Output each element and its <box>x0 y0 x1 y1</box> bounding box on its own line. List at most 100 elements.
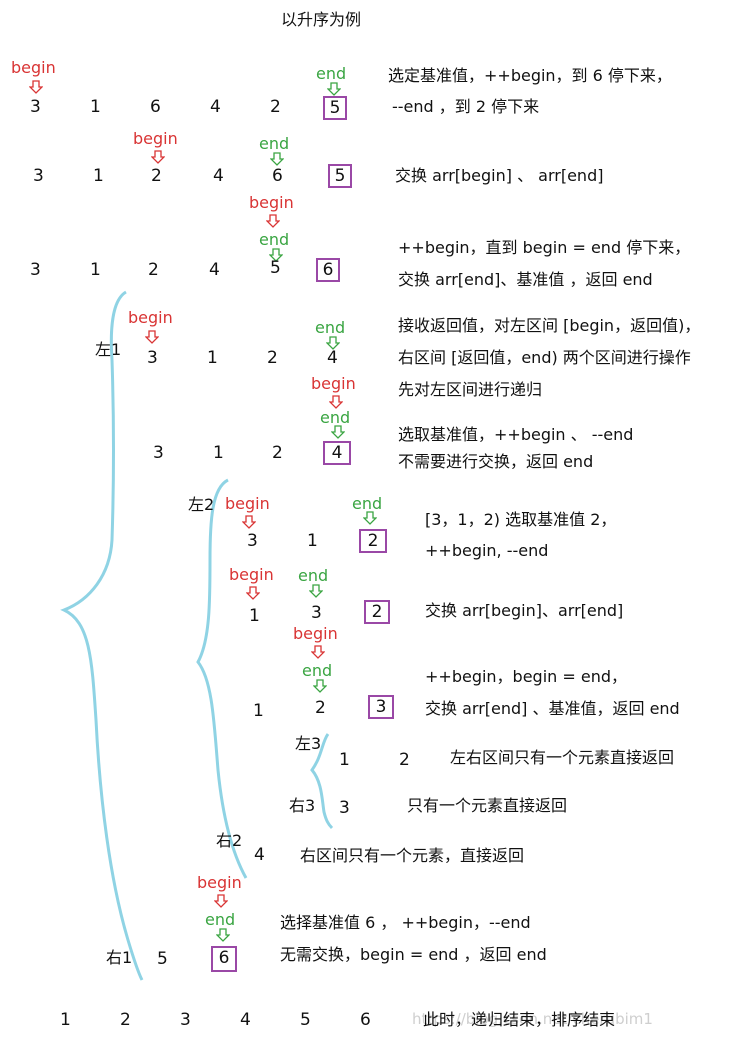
down-arrow-icon <box>311 645 325 659</box>
interval-label: 右1 <box>106 948 133 967</box>
pivot-box: 5 <box>323 96 347 120</box>
pivot-box: 6 <box>316 258 340 282</box>
step-note: 左右区间只有一个元素直接返回 <box>450 748 675 767</box>
down-arrow-icon <box>331 425 345 439</box>
begin-marker-label: begin <box>11 58 56 77</box>
begin-marker-label: begin <box>225 494 270 513</box>
step-note: ++begin, --end <box>425 541 549 560</box>
interval-label: 左2 <box>188 495 215 514</box>
array-cell: 1 <box>213 443 224 463</box>
interval-label: 左3 <box>295 734 322 753</box>
step-note: 交换 arr[begin]、arr[end] <box>425 601 624 620</box>
down-arrow-icon <box>216 928 230 942</box>
down-arrow-icon <box>313 679 327 693</box>
down-arrow-icon <box>363 511 377 525</box>
array-cell: 1 <box>339 750 350 770</box>
interval-label: 右3 <box>289 796 316 815</box>
array-cell: 1 <box>90 260 101 280</box>
down-arrow-icon <box>151 150 165 164</box>
step-note: [3，1，2) 选取基准值 2， <box>425 510 617 529</box>
array-cell: 1 <box>249 606 260 626</box>
down-arrow-icon <box>266 214 280 228</box>
step-note: 右区间只有一个元素，直接返回 <box>300 846 525 865</box>
array-cell: 2 <box>120 1010 131 1030</box>
step-note: 交换 arr[end] 、基准值，返回 end <box>425 699 680 718</box>
step-note: 交换 arr[end]、基准值 ，返回 end <box>398 270 653 289</box>
end-marker-label: end <box>302 661 333 680</box>
end-marker-label: end <box>352 494 383 513</box>
array-cell: 1 <box>207 348 218 368</box>
pivot-box: 2 <box>364 600 390 624</box>
step-note: 此时，递归结束，排序结束 <box>423 1010 616 1029</box>
diagram-title: 以升序为例 <box>281 10 362 29</box>
begin-marker-label: begin <box>293 624 338 643</box>
array-cell: 4 <box>210 97 221 117</box>
watermark: https://blog.csdn.net/cherubim1 <box>412 1010 653 1028</box>
step-note: 选取基准值，++begin 、 --end <box>398 425 634 444</box>
array-cell: 3 <box>33 166 44 186</box>
end-marker-label: end <box>316 64 347 83</box>
array-cell: 2 <box>270 97 281 117</box>
down-arrow-icon <box>329 395 343 409</box>
array-cell: 4 <box>327 348 338 368</box>
step-note: 接收返回值，对左区间 [begin，返回值)， <box>398 316 701 335</box>
array-cell: 2 <box>399 750 410 770</box>
left3-right3-brace <box>310 733 334 830</box>
step-note: --end ，到 2 停下来 <box>392 97 540 116</box>
interval-label: 左1 <box>95 340 122 359</box>
step-note: ++begin，begin = end， <box>425 667 628 686</box>
pivot-box: 3 <box>368 695 394 719</box>
pivot-box: 2 <box>359 529 387 553</box>
down-arrow-icon <box>270 152 284 166</box>
array-cell: 5 <box>300 1010 311 1030</box>
array-cell: 3 <box>311 603 322 623</box>
array-cell: 2 <box>315 698 326 718</box>
down-arrow-icon <box>29 80 43 94</box>
pivot-box: 5 <box>328 164 352 188</box>
array-cell: 3 <box>30 97 41 117</box>
pivot-box: 4 <box>323 441 351 465</box>
begin-marker-label: begin <box>133 129 178 148</box>
end-marker-label: end <box>205 910 236 929</box>
step-note: 右区间 [返回值，end) 两个区间进行操作 <box>398 348 691 367</box>
left1-right1-brace <box>60 290 144 981</box>
pivot-box: 6 <box>211 946 237 972</box>
step-note: 无需交换，begin = end ，返回 end <box>280 945 547 964</box>
down-arrow-icon <box>326 336 340 350</box>
array-cell: 4 <box>254 845 265 865</box>
array-cell: 3 <box>339 798 350 818</box>
begin-marker-label: begin <box>229 565 274 584</box>
step-note: 先对左区间进行递归 <box>398 380 543 399</box>
down-arrow-icon <box>327 82 341 96</box>
end-marker-label: end <box>315 318 346 337</box>
step-note: 交换 arr[begin] 、 arr[end] <box>395 166 604 185</box>
array-cell: 3 <box>180 1010 191 1030</box>
array-cell: 1 <box>60 1010 71 1030</box>
end-marker-label: end <box>320 408 351 427</box>
step-note: 只有一个元素直接返回 <box>407 796 568 815</box>
array-cell: 5 <box>157 949 168 969</box>
down-arrow-icon <box>145 330 159 344</box>
array-cell: 6 <box>360 1010 371 1030</box>
begin-marker-label: begin <box>311 374 356 393</box>
step-note: ++begin，直到 begin = end 停下来， <box>398 238 691 257</box>
array-cell: 3 <box>147 348 158 368</box>
array-cell: 3 <box>247 531 258 551</box>
begin-marker-label: begin <box>128 308 173 327</box>
array-cell: 6 <box>150 97 161 117</box>
array-cell: 2 <box>267 348 278 368</box>
array-cell: 1 <box>253 701 264 721</box>
end-marker-label: end <box>259 230 290 249</box>
step-note: 选定基准值，++begin，到 6 停下来， <box>388 66 672 85</box>
array-cell: 3 <box>153 443 164 463</box>
array-cell: 1 <box>307 531 318 551</box>
down-arrow-icon <box>269 248 283 262</box>
step-note: 不需要进行交换，返回 end <box>398 452 594 471</box>
array-cell: 2 <box>148 260 159 280</box>
array-cell: 4 <box>213 166 224 186</box>
down-arrow-icon <box>246 586 260 600</box>
begin-marker-label: begin <box>197 873 242 892</box>
array-cell: 1 <box>90 97 101 117</box>
